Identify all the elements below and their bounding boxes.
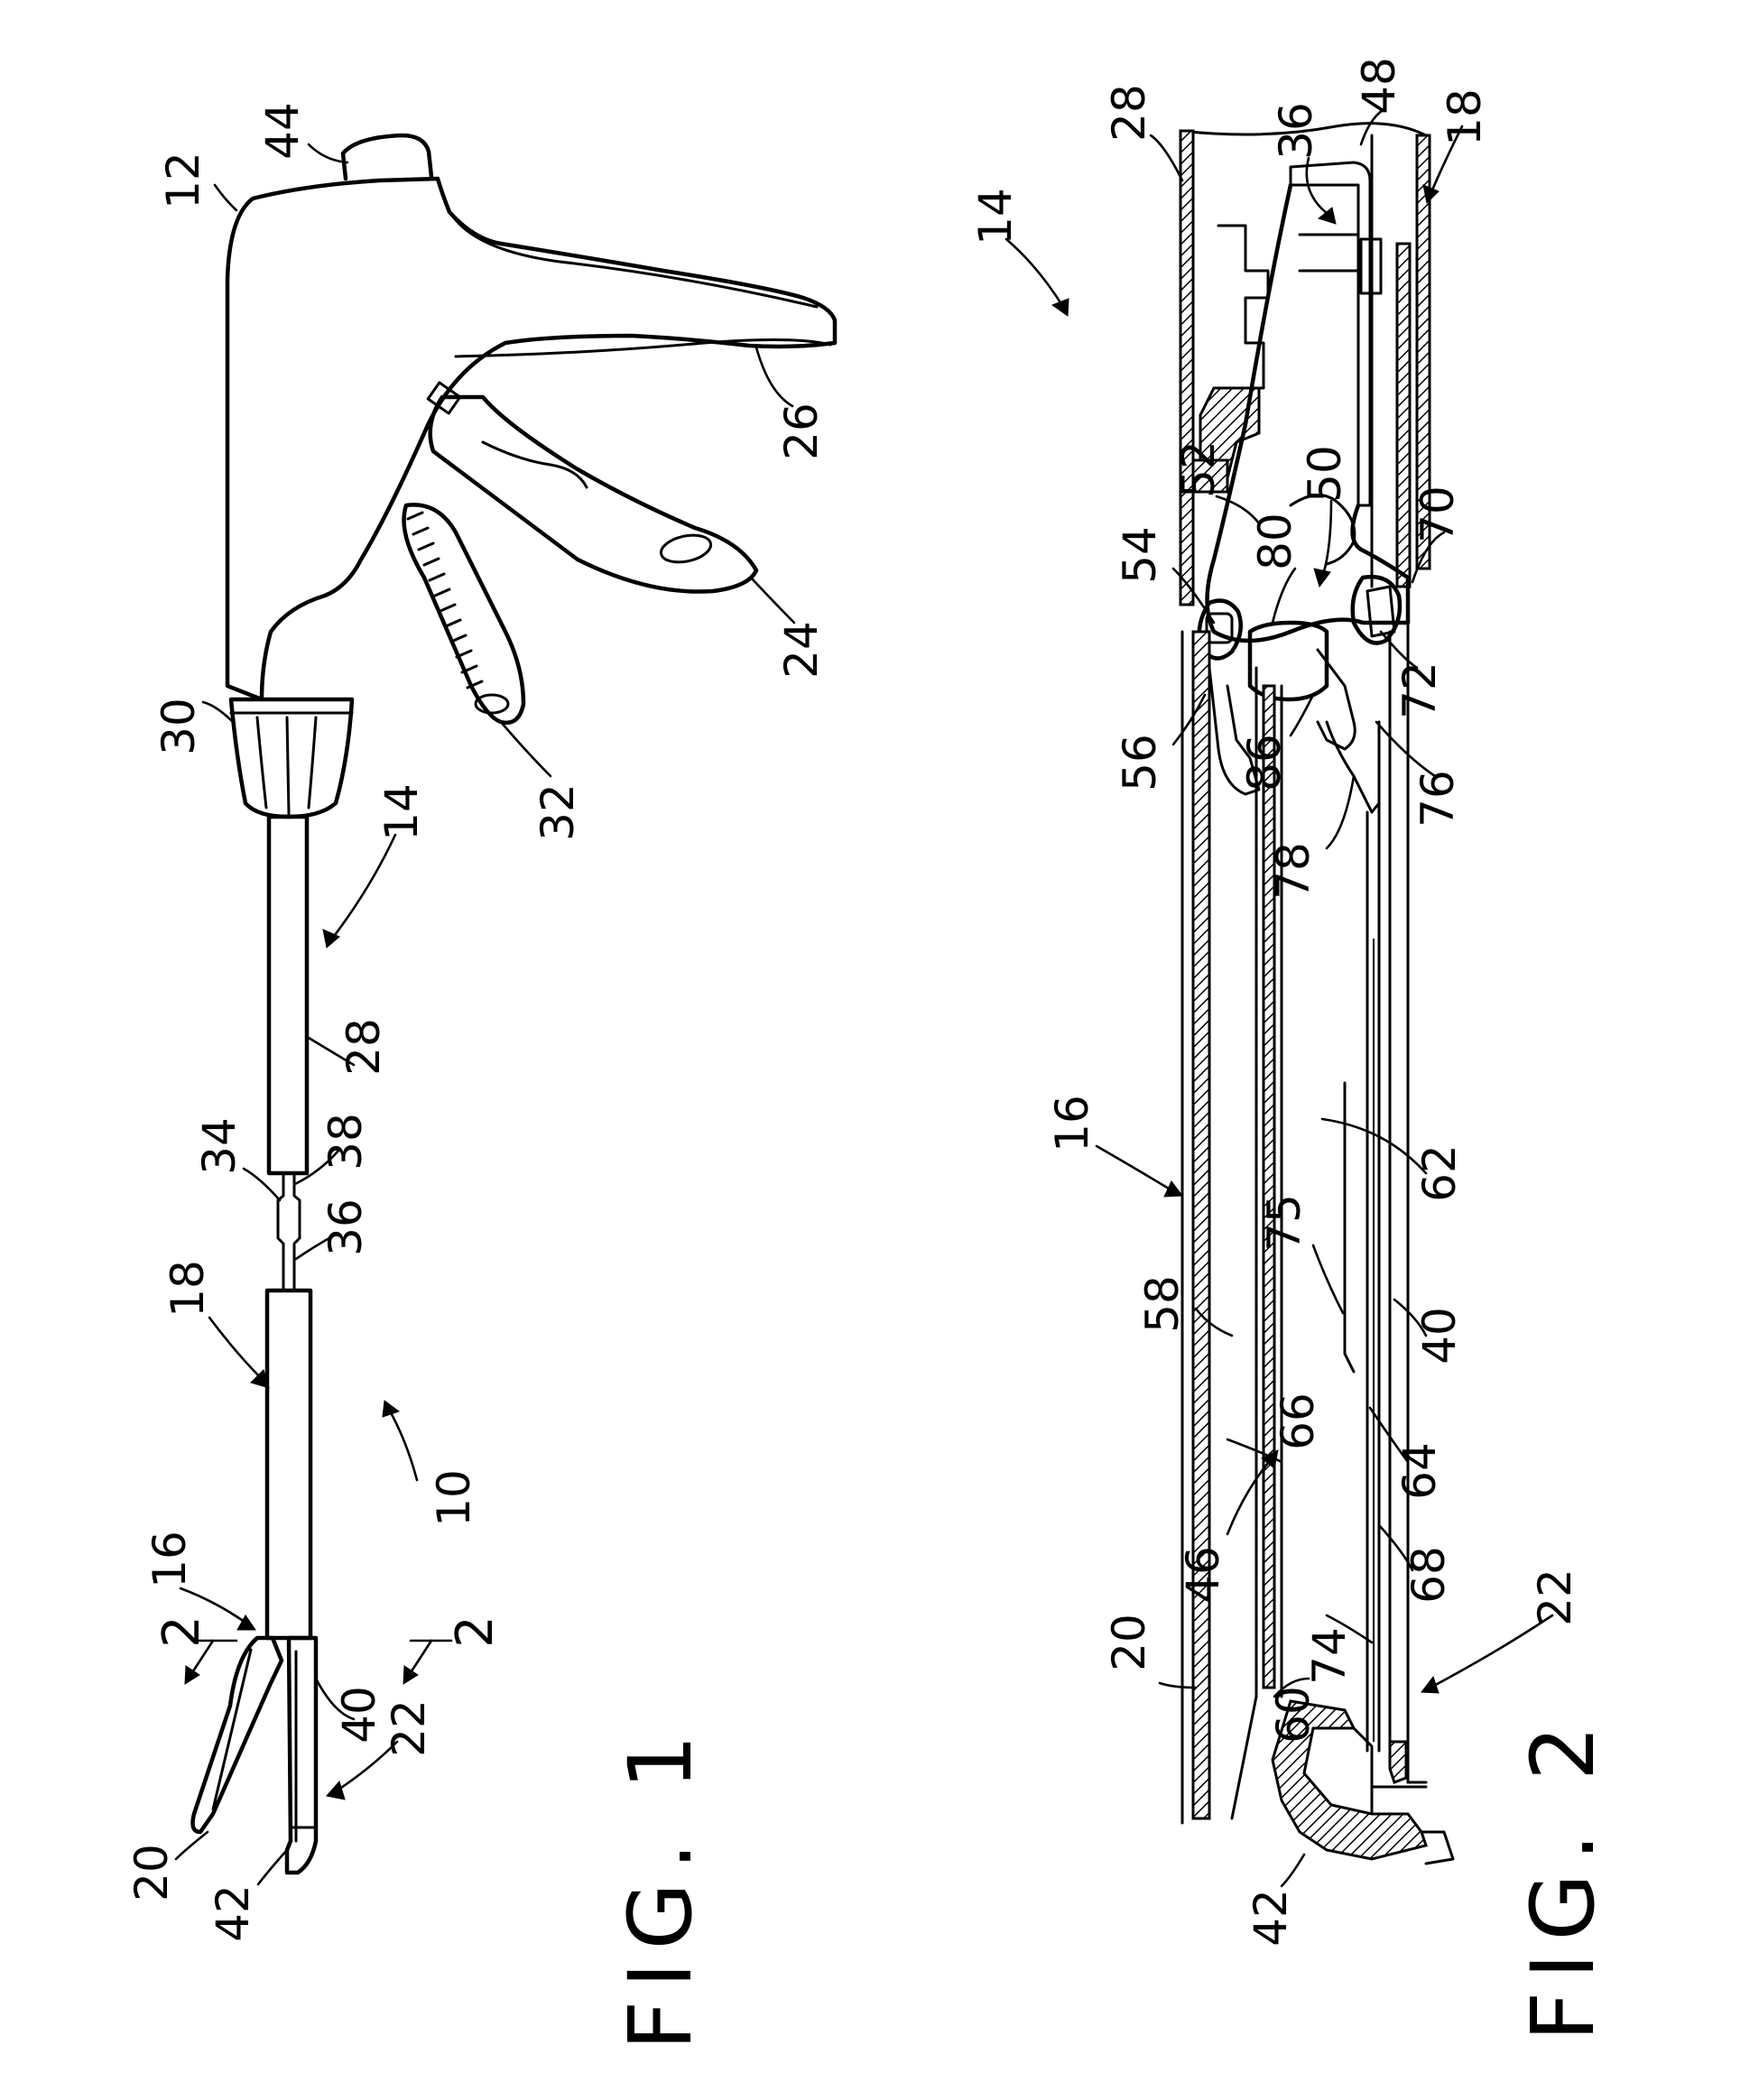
wall-66 <box>1264 686 1274 1688</box>
ref-numeral: 46 <box>1177 1546 1229 1604</box>
channel-foot-hatch <box>1390 1742 1406 1782</box>
pin-72-inner <box>1367 587 1394 636</box>
firing-trigger-ribs <box>408 513 482 688</box>
ref-numeral: 72 <box>1393 661 1446 719</box>
head-slots <box>1300 235 1358 271</box>
ref-numeral: 18 <box>1439 88 1491 146</box>
coupling-right <box>294 1173 300 1291</box>
ref-numeral: 66 <box>1272 1392 1324 1450</box>
ref-numeral: 68 <box>1403 1546 1455 1604</box>
knob-flute-1 <box>257 717 266 808</box>
ref-numeral: 64 <box>1393 1442 1446 1500</box>
ref-numeral: 58 <box>1136 1275 1189 1333</box>
section-mark: 2 <box>153 1615 211 1648</box>
rotation-knob <box>231 699 352 817</box>
ref-numeral: 16 <box>1046 1095 1098 1152</box>
lobe-86 <box>1318 650 1355 749</box>
ref-numeral: 40 <box>1413 1307 1466 1365</box>
ref-numeral: 52 <box>1172 440 1225 498</box>
ref-numeral: 40 <box>333 1686 385 1744</box>
frame-wall <box>1397 244 1410 587</box>
tip-inner <box>1354 1728 1372 1814</box>
ref-numeral: 74 <box>1303 1627 1356 1685</box>
ref-numeral: 28 <box>338 1018 390 1076</box>
section-mark: 2 <box>446 1615 505 1648</box>
ref-numeral: 30 <box>153 698 205 755</box>
ref-numeral: 20 <box>1103 1614 1155 1671</box>
ref-numeral: 48 <box>1353 57 1405 115</box>
ref-numeral: 10 <box>428 1469 480 1527</box>
ref-numeral: 75 <box>1258 1194 1310 1252</box>
closure-trigger <box>430 397 756 592</box>
figure-1-instrument <box>193 135 835 1873</box>
ref-numeral: 32 <box>532 783 584 841</box>
ref-numeral: 42 <box>207 1884 259 1942</box>
figure-1-caption: FIG. 1 <box>610 1722 711 2050</box>
ref-numeral: 26 <box>775 402 828 460</box>
knob-flute-2 <box>287 717 289 814</box>
ref-numeral: 70 <box>1412 486 1464 543</box>
ref-numeral: 12 <box>157 152 209 209</box>
ref-numeral: 18 <box>162 1260 214 1318</box>
ref-numeral: 14 <box>375 783 428 841</box>
firing-trigger <box>404 504 524 722</box>
ref-numeral: 86 <box>1238 734 1291 791</box>
ref-numeral: 38 <box>319 1113 372 1170</box>
closure-tube <box>269 817 307 1173</box>
ref-numeral: 36 <box>1270 102 1322 160</box>
trigger-finger-hole <box>659 531 714 566</box>
closure-tube-wall-left <box>1180 131 1193 605</box>
anvil-inner-line <box>213 1650 251 1809</box>
ref-numeral: 34 <box>193 1117 245 1175</box>
ref-numeral: 42 <box>1245 1889 1297 1947</box>
ref-numeral: 54 <box>1114 526 1166 584</box>
tip-nose <box>1421 1832 1453 1864</box>
coupling-left <box>278 1173 283 1291</box>
wedge-78 <box>1327 722 1379 812</box>
handle-side-line <box>453 217 817 307</box>
ref-numeral: 76 <box>1412 770 1464 828</box>
ref-numeral: 22 <box>1529 1568 1581 1626</box>
ref-numeral: 62 <box>1413 1144 1466 1202</box>
frame-tube <box>267 1291 310 1638</box>
figure-2-leaders <box>1006 108 1552 1886</box>
ref-numeral: 20 <box>125 1844 178 1901</box>
anvil-jaw <box>193 1638 282 1832</box>
figure-1-numerals: 12 44 26 24 32 30 14 28 38 34 36 18 16 1… <box>125 102 828 1942</box>
ref-numeral: 36 <box>319 1198 372 1256</box>
ref-numeral: 14 <box>969 188 1022 245</box>
ref-numeral: 22 <box>383 1699 435 1757</box>
ref-numeral: 24 <box>775 621 828 679</box>
ref-numeral: 28 <box>1103 84 1155 142</box>
ref-numeral: 44 <box>256 102 309 160</box>
anvil-wall-20 <box>1193 632 1209 1818</box>
ref-numeral: 56 <box>1114 734 1166 791</box>
staple-channel-jaw <box>287 1638 316 1873</box>
ref-numeral: 16 <box>143 1531 196 1588</box>
knob-flute-3 <box>309 717 316 808</box>
anvil-tip-line <box>1232 1697 1256 1818</box>
ref-numeral: 80 <box>1249 513 1301 570</box>
ref-numeral: 60 <box>1267 1686 1319 1744</box>
ref-numeral: 78 <box>1267 842 1319 900</box>
ref-numeral: 50 <box>1299 445 1351 503</box>
figure-2-caption: FIG. 2 <box>1513 1713 1614 2041</box>
thumb-button <box>343 135 431 179</box>
